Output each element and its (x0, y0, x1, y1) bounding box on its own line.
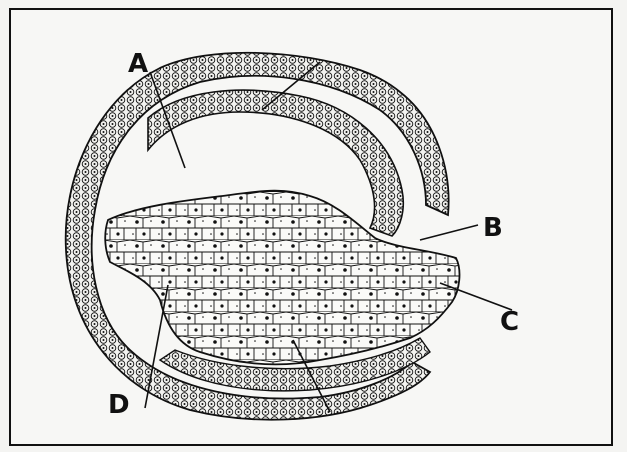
label-d: D (108, 390, 130, 420)
label-b: B (483, 213, 503, 243)
pointer-line-b (420, 225, 478, 240)
label-c: C (500, 307, 519, 337)
label-a: A (128, 49, 148, 79)
